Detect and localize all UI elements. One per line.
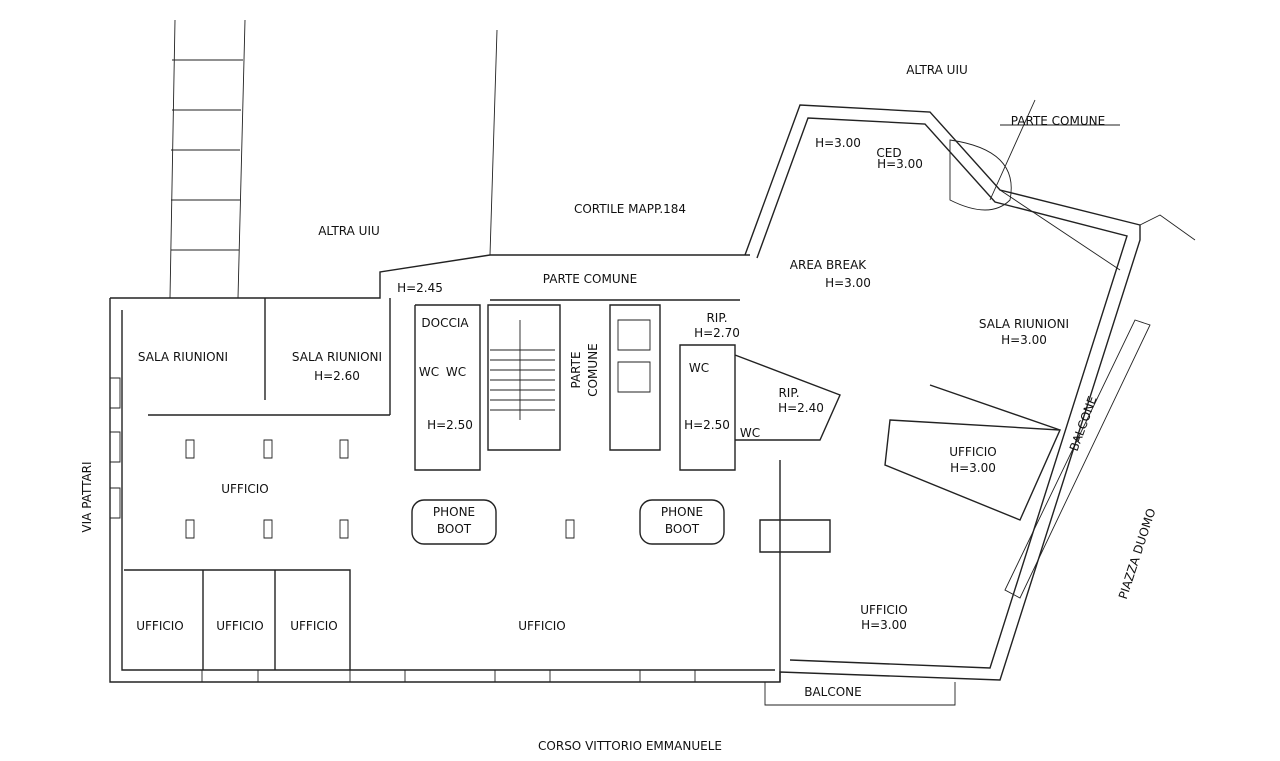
label-ufficio: UFFICIO (518, 619, 566, 633)
label-comune: COMUNE (586, 343, 600, 397)
label-area-break: AREA BREAK (790, 258, 868, 272)
label-sala-riunioni: SALA RIUNIONI (979, 317, 1069, 331)
label-ufficio: UFFICIO (221, 482, 269, 496)
label-wc: WC (689, 361, 709, 375)
label-height: H=2.60 (314, 369, 360, 383)
label-rip: RIP. (778, 386, 799, 400)
label-altra-uiu-right: ALTRA UIU (906, 63, 968, 77)
label-sala-riunioni: SALA RIUNIONI (292, 350, 382, 364)
label-height: H=3.00 (950, 461, 996, 475)
label-height: H=2.50 (684, 418, 730, 432)
label-phone-boot: PHONE (661, 505, 703, 519)
label-ufficio: UFFICIO (290, 619, 338, 633)
label-parte: PARTE (569, 351, 583, 388)
label-doccia: DOCCIA (421, 316, 469, 330)
label-cortile: CORTILE MAPP.184 (574, 202, 686, 216)
label-height: H=3.00 (825, 276, 871, 290)
label-parte-comune-top: PARTE COMUNE (1011, 114, 1105, 128)
label-phone-boot: BOOT (665, 522, 700, 536)
label-wc: WC (446, 365, 466, 379)
label-rip: RIP. (706, 311, 727, 325)
label-ufficio: UFFICIO (136, 619, 184, 633)
label-ufficio: UFFICIO (860, 603, 908, 617)
label-via-pattari: VIA PATTARI (80, 461, 94, 532)
label-phone-boot: PHONE (433, 505, 475, 519)
label-wc: WC (740, 426, 760, 440)
label-wc: WC (419, 365, 439, 379)
label-height: H=2.45 (397, 281, 443, 295)
label-height: H=3.00 (815, 136, 861, 150)
label-balcone: BALCONE (804, 685, 862, 699)
walls (109, 19, 1196, 706)
label-height: H=2.70 (694, 326, 740, 340)
label-ced: CED (876, 146, 901, 160)
label-height: H=2.40 (778, 401, 824, 415)
label-altra-uiu-left: ALTRA UIU (318, 224, 380, 238)
label-height: H=3.00 (861, 618, 907, 632)
label-piazza-duomo: PIAZZA DUOMO (1116, 507, 1159, 601)
label-corso: CORSO VITTORIO EMMANUELE (538, 739, 722, 753)
label-height: H=3.00 (877, 157, 923, 171)
label-sala-riunioni: SALA RIUNIONI (138, 350, 228, 364)
label-ufficio: UFFICIO (949, 445, 997, 459)
label-phone-boot: BOOT (437, 522, 472, 536)
label-parte-comune: PARTE COMUNE (543, 272, 637, 286)
label-height: H=3.00 (1001, 333, 1047, 347)
label-height: H=2.50 (427, 418, 473, 432)
label-balcone: BALCONE (1067, 394, 1100, 453)
label-ufficio: UFFICIO (216, 619, 264, 633)
